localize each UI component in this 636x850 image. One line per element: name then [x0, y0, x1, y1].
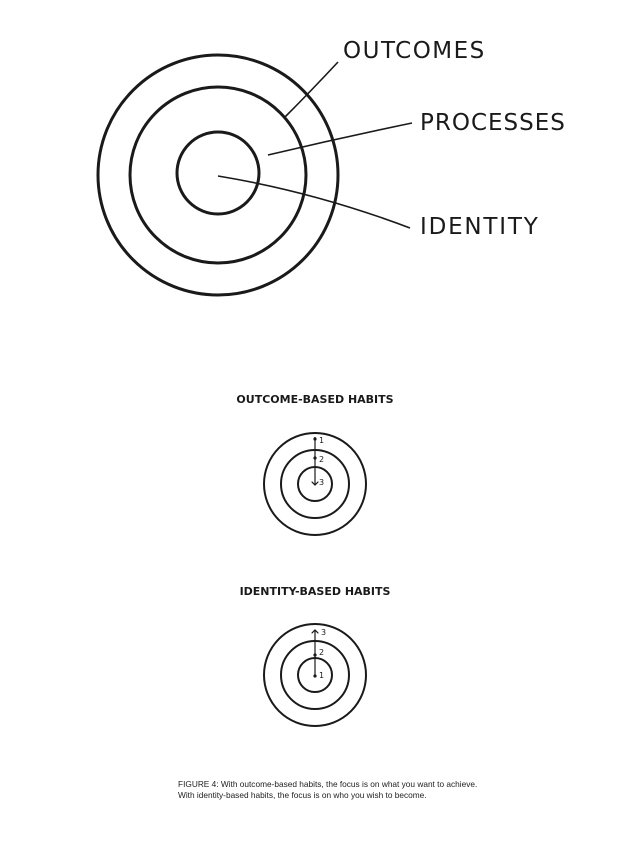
outcome-based-heading: OUTCOME-BASED HABITS — [236, 393, 393, 406]
outcome-step-2: 2 — [319, 455, 324, 464]
identity-leader-line — [217, 175, 411, 229]
identity-label: IDENTITY — [420, 214, 540, 240]
outcome-dot-2 — [313, 456, 317, 460]
identity-step-3: 3 — [321, 628, 326, 637]
outcome-dot-1 — [313, 437, 317, 441]
outcome-outer-ring — [263, 432, 367, 536]
main-diagram: OUTCOMES PROCESSES IDENTITY — [96, 38, 566, 297]
identity-step-1: 1 — [319, 671, 324, 680]
identity-outer-ring — [263, 623, 367, 727]
identity-based-heading: IDENTITY-BASED HABITS — [240, 585, 391, 598]
identity-dot-1 — [313, 674, 317, 678]
processes-ring — [128, 85, 308, 265]
outcomes-ring — [96, 53, 340, 297]
figure-caption: FIGURE 4: With outcome-based habits, the… — [178, 779, 478, 800]
processes-label: PROCESSES — [420, 110, 566, 136]
identity-dot-2 — [313, 653, 317, 657]
outcome-step-1: 1 — [319, 436, 324, 445]
outcome-based-diagram: OUTCOME-BASED HABITS 1 2 3 — [236, 393, 394, 536]
outcomes-leader-line — [283, 61, 339, 119]
processes-leader-line — [267, 122, 413, 156]
outcome-step-3: 3 — [319, 478, 324, 487]
identity-based-diagram: IDENTITY-BASED HABITS 1 2 3 — [240, 585, 391, 727]
outcomes-label: OUTCOMES — [343, 38, 486, 64]
identity-step-2: 2 — [319, 648, 324, 657]
identity-ring — [175, 130, 261, 216]
